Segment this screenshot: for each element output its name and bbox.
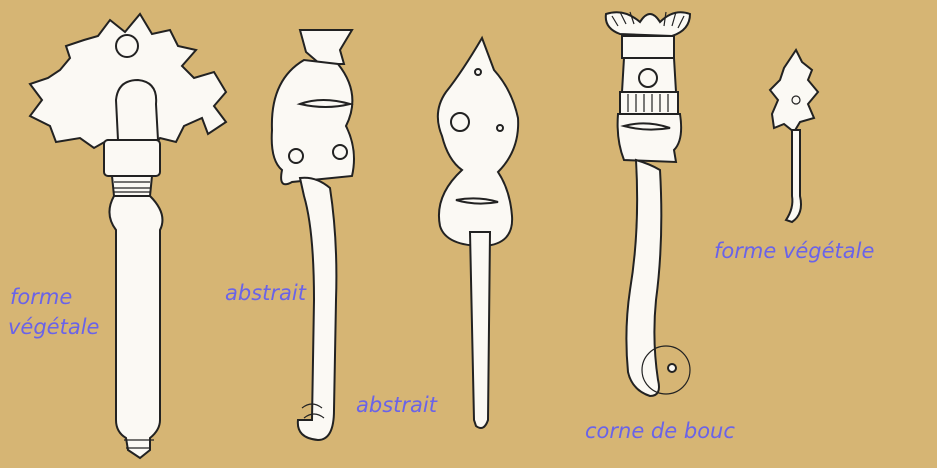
crest-band xyxy=(622,36,674,58)
ribbed-band xyxy=(620,92,678,114)
vegetal-latch-5 xyxy=(770,50,818,222)
straight-shaft xyxy=(470,232,490,428)
curl-hole xyxy=(668,364,676,372)
neck-rings xyxy=(112,176,152,196)
abstract-latch-3 xyxy=(438,38,518,428)
label-item3: abstrait xyxy=(356,392,437,418)
plate-hole xyxy=(116,35,138,57)
tip-hole xyxy=(475,69,481,75)
thin-hook xyxy=(786,130,801,222)
label-item4: corne de bouc xyxy=(585,418,735,444)
ram-horn-latch-4 xyxy=(606,12,690,396)
vegetal-latch-1 xyxy=(30,14,226,458)
small-leaf xyxy=(770,50,818,132)
plate-hole-small xyxy=(497,125,503,131)
abstract-latch-2 xyxy=(272,30,354,440)
label-item2: abstrait xyxy=(225,280,306,306)
collar-block xyxy=(104,140,160,176)
long-handle xyxy=(109,196,162,458)
right-hole xyxy=(333,145,347,159)
label-item1-line2: végétale xyxy=(8,314,99,340)
head-plate xyxy=(272,60,354,184)
top-fin xyxy=(300,30,352,64)
fan-crest xyxy=(606,12,690,36)
left-hole xyxy=(289,149,303,163)
label-item5: forme végétale xyxy=(714,238,874,264)
bent-shaft xyxy=(298,178,337,440)
label-item1-line1: forme xyxy=(10,284,72,310)
plate-hole-large xyxy=(451,113,469,131)
body-hole xyxy=(639,69,657,87)
stirrup xyxy=(116,80,158,140)
lower-plate xyxy=(618,114,682,162)
